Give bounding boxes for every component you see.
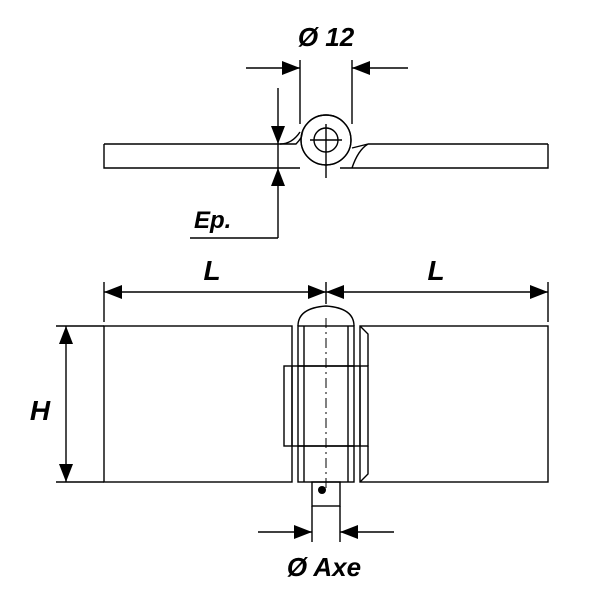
height-label: H <box>30 395 51 426</box>
knuckle-dome <box>297 305 355 327</box>
front-view: L L H Ø Axe <box>30 255 549 582</box>
axle-diameter-label: Ø Axe <box>287 552 361 582</box>
right-leaf-notch-bottom <box>359 446 369 483</box>
dim-axe-arrow-right <box>340 525 358 539</box>
pin-diameter-label: Ø 12 <box>298 22 355 52</box>
leaf-length-label-left: L <box>203 255 220 286</box>
dim-l2-arrow-left <box>326 285 344 299</box>
leaf-fillet-left <box>279 131 301 145</box>
leaf-length-label-right: L <box>427 255 444 286</box>
thickness-label: Ep. <box>194 207 231 234</box>
top-right-leaf <box>340 143 549 169</box>
dim-d12-arrow-left <box>282 61 300 75</box>
dim-l1-arrow-left <box>104 285 122 299</box>
front-left-leaf <box>103 325 293 483</box>
dim-axe-arrow-left <box>294 525 312 539</box>
dim-l2-arrow-right <box>530 285 548 299</box>
right-leaf-notch-top <box>359 325 369 366</box>
dim-h-arrow-top <box>59 326 73 344</box>
dim-ep-arrow-top <box>271 126 285 144</box>
leaf-fillet-right <box>351 143 369 149</box>
front-right-leaf <box>359 325 549 483</box>
axle-pin-dot <box>318 486 326 494</box>
dim-ep-arrow-bottom <box>271 168 285 186</box>
top-view: Ø 12 Ep. <box>103 22 549 239</box>
dim-h-arrow-bottom <box>59 464 73 482</box>
dim-l1-arrow-right <box>308 285 326 299</box>
dim-d12-arrow-right <box>352 61 370 75</box>
axle-stub <box>311 481 341 507</box>
